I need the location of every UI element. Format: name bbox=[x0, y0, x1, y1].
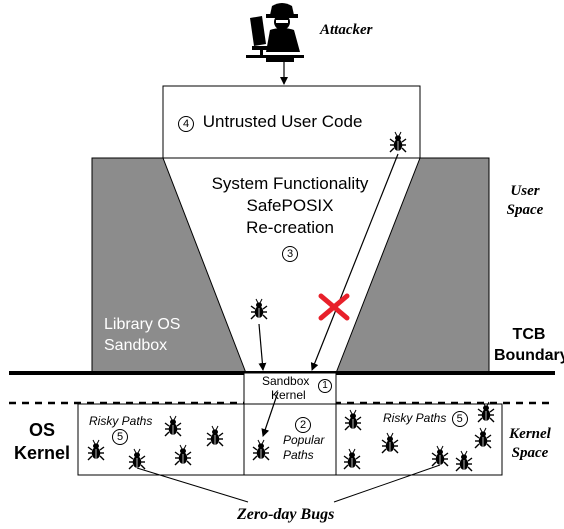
library-os-line-2: Sandbox bbox=[104, 337, 168, 354]
step-3-marker: 3 bbox=[282, 246, 298, 262]
tcb-boundary-label: TCB Boundary bbox=[494, 324, 564, 366]
step-2-marker: 2 bbox=[295, 417, 311, 433]
safeposix-label: System Functionality SafePOSIX Re-creati… bbox=[180, 173, 400, 263]
sandbox-kernel-line-2-text: Kernel bbox=[271, 388, 306, 402]
attacker-label: Attacker bbox=[320, 22, 373, 38]
untrusted-user-code-label: 4 Untrusted User Code bbox=[178, 112, 362, 132]
sandbox-kernel-line-2: Kernel bbox=[262, 388, 309, 402]
risky-paths-right-label: Risky Paths 5 bbox=[383, 411, 468, 427]
risky-paths-left-text: Risky Paths bbox=[89, 414, 153, 428]
safeposix-line-2: SafePOSIX bbox=[246, 196, 334, 215]
blocked-x-icon bbox=[318, 293, 350, 321]
library-os-line-1: Library OS bbox=[104, 316, 181, 333]
attacker-icon bbox=[246, 3, 304, 62]
risky-paths-right-box bbox=[335, 403, 503, 476]
os-kernel-line-2: Kernel bbox=[13, 443, 71, 463]
popular-paths-line-2: Paths bbox=[283, 448, 314, 462]
popular-paths-box bbox=[243, 403, 337, 476]
untrusted-user-code-text: Untrusted User Code bbox=[202, 112, 363, 131]
sandbox-kernel-label: Sandbox Kernel bbox=[262, 374, 309, 402]
safeposix-line-3: Re-creation bbox=[246, 218, 334, 237]
tcb-line-1: TCB bbox=[512, 326, 546, 343]
step-5-marker-left: 5 bbox=[112, 429, 128, 445]
zero-day-bugs-label: Zero-day Bugs bbox=[237, 506, 335, 523]
bug-to-sandbox-arrow bbox=[258, 323, 267, 371]
user-space-line-2: Space bbox=[506, 202, 544, 218]
step-4-marker: 4 bbox=[178, 116, 194, 132]
tcb-line-2: Boundary bbox=[494, 347, 564, 364]
os-kernel-line-1: OS bbox=[28, 420, 55, 440]
os-kernel-label: OS Kernel bbox=[12, 419, 72, 465]
library-os-label: Library OS Sandbox bbox=[104, 314, 180, 356]
sandbox-kernel-line-1: Sandbox bbox=[262, 374, 310, 388]
user-space-label: User Space bbox=[500, 182, 550, 220]
risky-paths-right-text: Risky Paths bbox=[383, 411, 447, 425]
step-1-marker-wrap: 1 bbox=[318, 375, 332, 393]
step-5-marker-right: 5 bbox=[451, 411, 468, 427]
step-1-marker: 1 bbox=[318, 379, 332, 393]
safeposix-line-1: System Functionality bbox=[211, 174, 369, 193]
sandbox-to-popular-arrow bbox=[261, 391, 279, 437]
attack-path-line bbox=[310, 153, 399, 371]
user-space-line-1: User bbox=[510, 183, 540, 199]
zero-day-line-right bbox=[333, 464, 441, 503]
risky-paths-left-label: Risky Paths 5 bbox=[89, 414, 152, 445]
popular-paths-line-1: Popular bbox=[283, 433, 325, 447]
zero-day-line-left bbox=[136, 467, 249, 503]
kernel-space-line-1: Kernel bbox=[509, 426, 551, 442]
popular-paths-label: 2 Popular Paths bbox=[283, 417, 324, 463]
untrusted-user-code-box bbox=[162, 85, 421, 159]
kernel-space-label: Kernel Space bbox=[502, 425, 558, 463]
kernel-space-line-2: Space bbox=[511, 445, 549, 461]
